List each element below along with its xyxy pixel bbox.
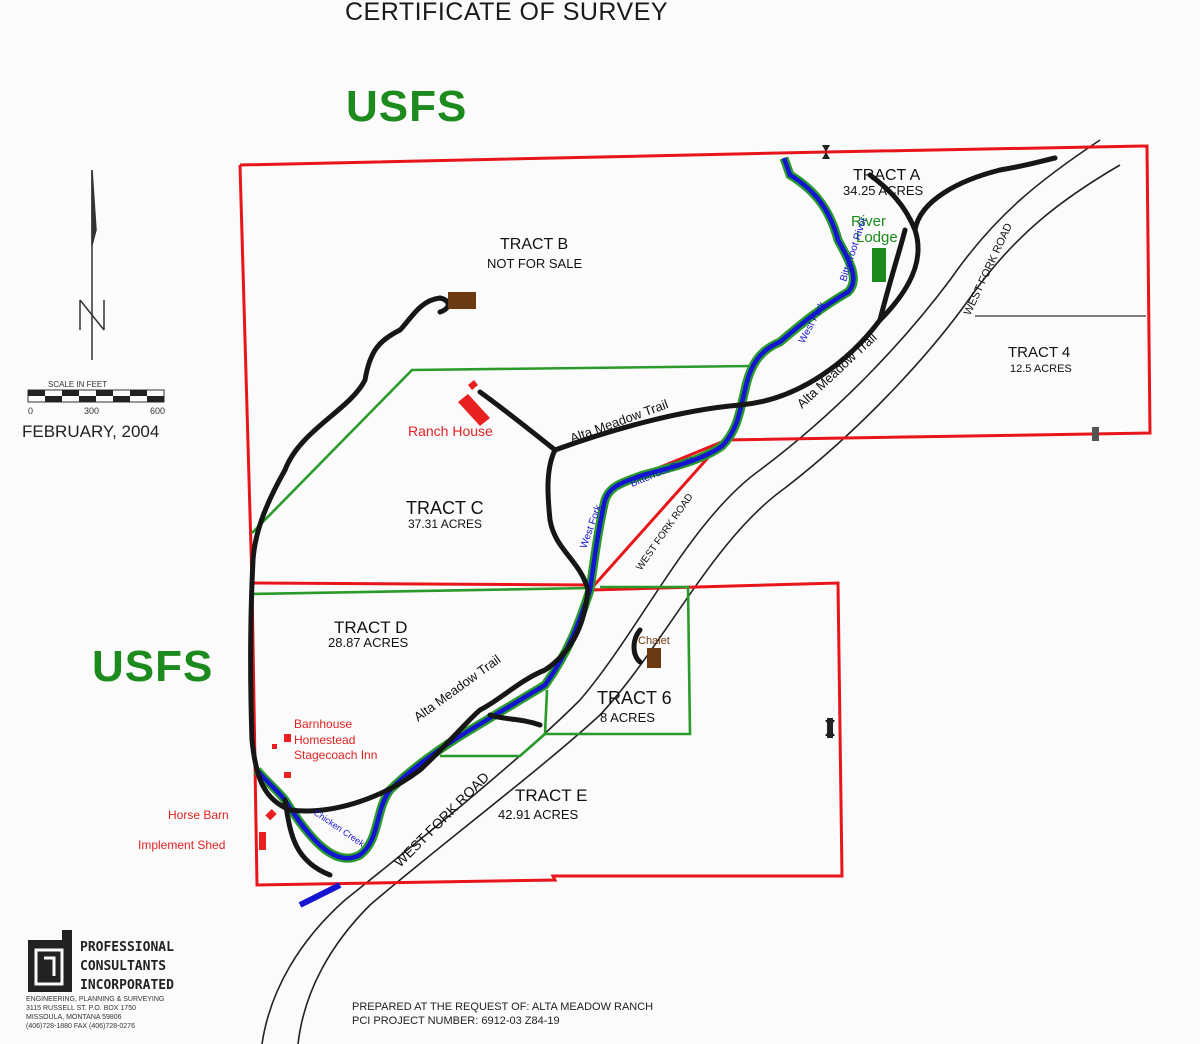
buildings <box>259 248 886 850</box>
river-lodge-label-2: Lodge <box>856 229 898 246</box>
ranch-house-building <box>458 394 490 426</box>
company-line-2: CONSULTANTS <box>80 959 167 974</box>
tract-e-name: TRACT E <box>515 786 587 805</box>
company-address-2: MISSOULA, MONTANA 59806 <box>26 1014 122 1021</box>
company-line-1: PROFESSIONAL <box>80 940 174 955</box>
tract-d-area: 28.87 ACRES <box>328 635 409 650</box>
scale-bar <box>27 389 165 403</box>
homestead-label: Homestead <box>294 733 355 747</box>
north-arrow <box>79 169 105 360</box>
horse-barn-building <box>265 809 277 821</box>
implement-shed-building <box>259 832 266 850</box>
horse-barn-label: Horse Barn <box>168 808 229 822</box>
survey-date: FEBRUARY, 2004 <box>22 422 160 441</box>
river-lodge-label-1: River <box>851 213 886 230</box>
stagecoach-inn-label: Stagecoach Inn <box>294 748 377 762</box>
tract-6-name: TRACT 6 <box>597 688 672 708</box>
scale-tick-300: 300 <box>84 406 100 416</box>
company-name: PROFESSIONAL CONSULTANTS INCORPORATED <box>24 938 174 995</box>
tract-b-name: TRACT B <box>500 236 568 253</box>
tract-e-area: 42.91 ACRES <box>498 807 579 822</box>
company-address-1: 3115 RUSSELL ST. P.O. BOX 1750 <box>26 1005 136 1012</box>
usfs-label-left: USFS <box>92 642 214 691</box>
scale-tick-600: 600 <box>150 406 166 416</box>
company-line-3: INCORPORATED <box>80 978 174 993</box>
company-phone: (406)728-1880 FAX (406)728-0276 <box>26 1023 135 1030</box>
road-label-lower: WEST FORK ROAD <box>391 769 492 870</box>
ranch-house-label: Ranch House <box>408 423 493 439</box>
tract-a-area: 34.25 ACRES <box>843 183 924 198</box>
prepared-line-1: PREPARED AT THE REQUEST OF: ALTA MEADOW … <box>352 1001 654 1013</box>
river-lodge-building <box>872 248 886 282</box>
company-address: ENGINEERING, PLANNING & SURVEYING 3115 R… <box>26 995 164 1031</box>
tract-a-name: TRACT A <box>853 167 921 184</box>
road-label-upper: WEST FORK ROAD <box>962 221 1015 317</box>
trails <box>248 155 1058 878</box>
tract-4-name: TRACT 4 <box>1008 344 1070 361</box>
scale-tick-0: 0 <box>28 406 34 416</box>
chalet-building <box>647 648 661 668</box>
page-title: CERTIFICATE OF SURVEY <box>345 0 669 26</box>
tract-6-area: 8 ACRES <box>600 710 655 725</box>
survey-markers <box>822 145 1099 738</box>
property-boundary <box>238 144 1152 887</box>
scale-caption: SCALE IN FEET <box>48 380 108 389</box>
river <box>257 158 853 908</box>
prepared-note: PREPARED AT THE REQUEST OF: ALTA MEADOW … <box>352 1000 653 1028</box>
tract-d-name: TRACT D <box>334 618 407 637</box>
barnhouse-label: Barnhouse <box>294 717 352 731</box>
implement-shed-label: Implement Shed <box>138 838 225 852</box>
chalet-label: Chalet <box>638 635 670 647</box>
company-tagline: ENGINEERING, PLANNING & SURVEYING <box>26 996 165 1003</box>
usfs-label-top: USFS <box>346 82 468 131</box>
tract-4-area: 12.5 ACRES <box>1010 363 1072 375</box>
company-logo <box>28 930 72 992</box>
tract-c-area: 37.31 ACRES <box>408 517 482 531</box>
prepared-line-2: PCI PROJECT NUMBER: 6912-03 Z84-19 <box>352 1015 560 1027</box>
tract-b-area: NOT FOR SALE <box>487 256 582 271</box>
tract-b-building <box>448 292 476 309</box>
tract-c-name: TRACT C <box>406 498 484 518</box>
tract-lines <box>251 364 753 758</box>
